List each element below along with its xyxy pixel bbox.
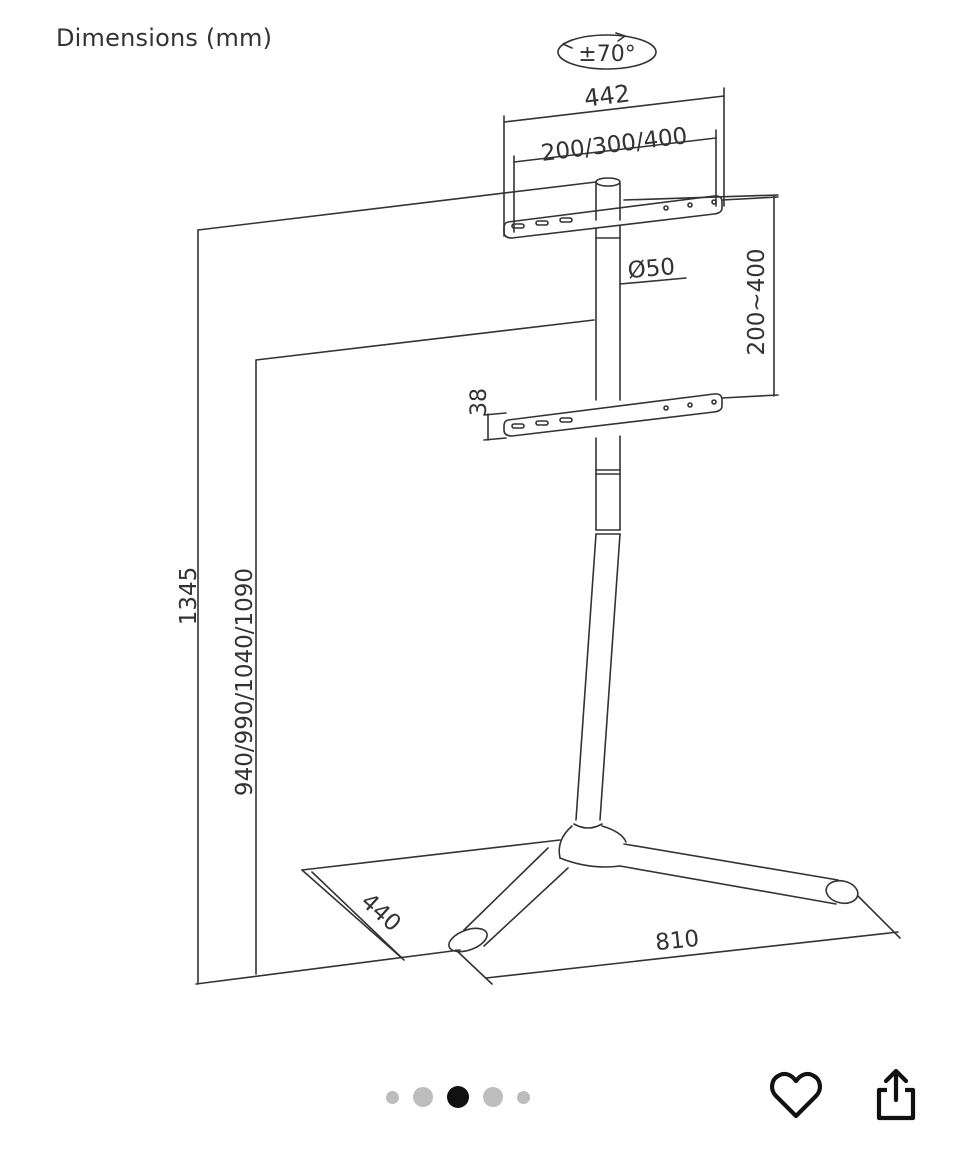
pager-dot-1[interactable] [386,1090,399,1104]
share-button[interactable] [866,1064,926,1126]
base-width-label: 810 [654,926,700,956]
pole-diameter-label: Ø50 [627,254,676,284]
dimensions-caption: Dimensions (mm) [56,24,273,52]
bracket-height-label: 38 [467,388,492,416]
vesa-height-label: 200~400 [744,248,770,355]
dimension-labels: ±70° 442 200/300/400 Ø50 200~400 38 1345… [176,42,770,956]
share-upload-icon [876,1068,916,1121]
pager-dot-4[interactable] [483,1087,503,1107]
pager-dot-2[interactable] [413,1087,433,1107]
favorite-button[interactable] [766,1064,826,1126]
total-height-label: 1345 [176,567,202,626]
rotation-label: ±70° [578,42,635,67]
rotation-ellipse [557,34,657,70]
vesa-width-label: 200/300/400 [540,123,689,167]
heart-outline-icon [770,1071,822,1119]
pager-dot-5[interactable] [517,1090,530,1104]
image-pager [386,1082,530,1112]
tv-stand-dimension-drawing: ±70° 442 200/300/400 Ø50 200~400 38 1345… [176,32,901,985]
pager-dot-3-active[interactable] [447,1086,469,1108]
bracket-width-label: 442 [583,79,632,112]
base-depth-label: 440 [356,888,406,937]
adjustable-height-label: 940/990/1040/1090 [232,568,258,796]
